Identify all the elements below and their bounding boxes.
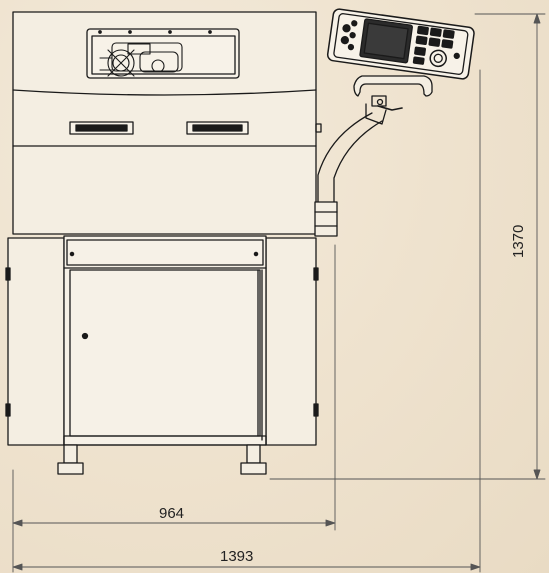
control-pendant (326, 8, 475, 80)
door-knob-icon (81, 332, 89, 340)
spindle-mechanism (99, 42, 183, 77)
dimension-label-overall-height: 1370 (510, 224, 527, 258)
dimension-lines (12, 13, 546, 573)
viewing-window (86, 28, 240, 79)
support-feet (57, 444, 267, 475)
base-cabinet (5, 235, 319, 446)
pendant-handle (353, 75, 433, 97)
dimension-label-base-width: 964 (159, 505, 185, 522)
control-arm (314, 95, 403, 237)
dimension-label-overall-width: 1393 (220, 548, 254, 565)
pendant-dial-icon (429, 49, 447, 68)
door-handles (69, 121, 249, 135)
